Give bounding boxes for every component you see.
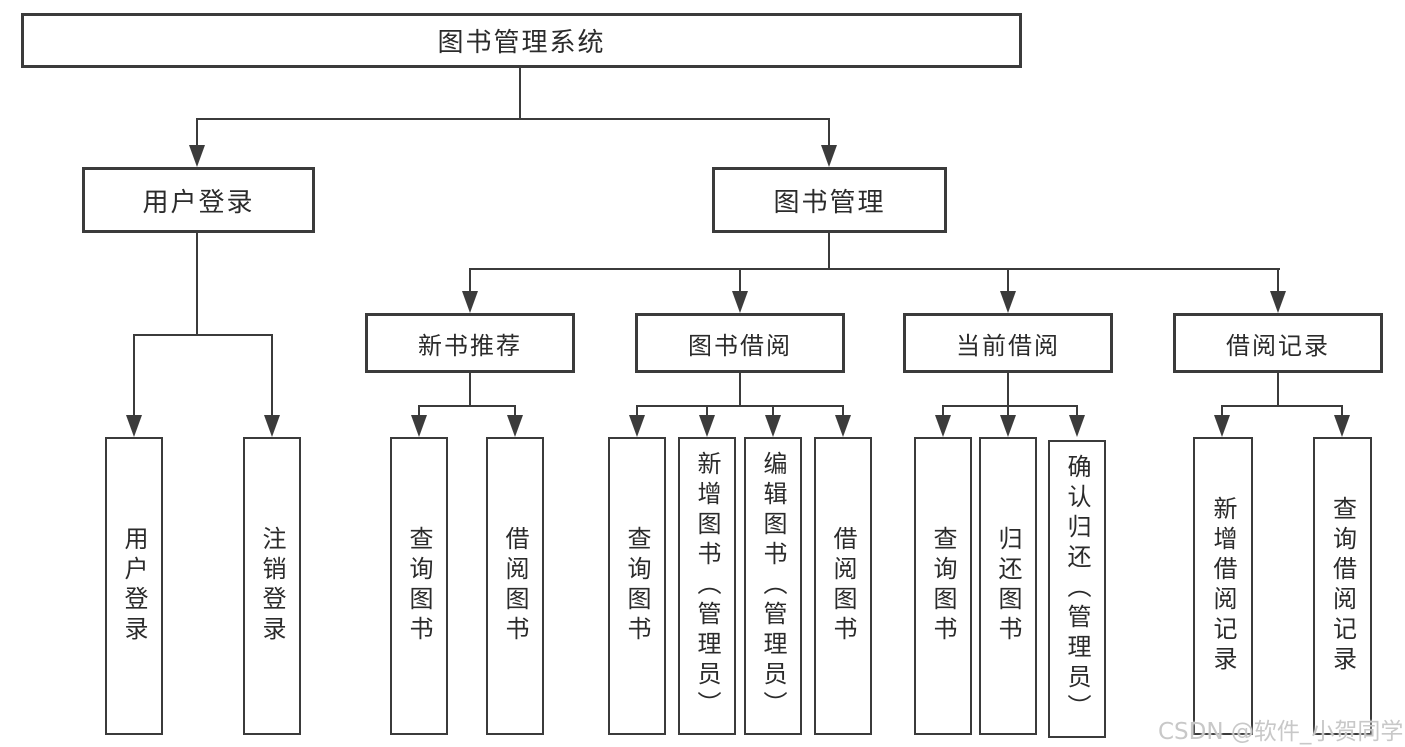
- node-label: 借阅记录: [1226, 331, 1330, 360]
- node-label: 图书管理: [773, 187, 886, 218]
- connector-line: [1076, 405, 1078, 417]
- connector-line: [636, 405, 844, 407]
- node-label: 新书推荐: [418, 331, 522, 360]
- node-label: 图书管理系统: [437, 28, 606, 58]
- leaf-add-borrow-record: 新增借阅记录: [1193, 437, 1253, 735]
- connector-line: [739, 268, 741, 293]
- leaf-label: 用户登录: [120, 526, 148, 646]
- connector-line: [828, 118, 830, 147]
- connector-line: [636, 405, 638, 417]
- arrow-down-icon: [411, 415, 427, 437]
- arrow-down-icon: [935, 415, 951, 437]
- leaf-label: 借阅图书: [501, 526, 529, 646]
- connector-line: [942, 405, 944, 417]
- connector-line: [133, 334, 135, 417]
- connector-line: [196, 118, 830, 120]
- arrow-down-icon: [765, 415, 781, 437]
- connector-line: [842, 405, 844, 417]
- node-label: 当前借阅: [956, 331, 1060, 360]
- leaf-label: 查询图书: [405, 526, 433, 646]
- connector-line: [469, 268, 1280, 270]
- connector-line: [514, 405, 516, 417]
- arrow-down-icon: [189, 145, 205, 167]
- leaf-query-books: 查询图书: [390, 437, 448, 735]
- node-current-borrowing: 当前借阅: [903, 313, 1113, 373]
- connector-line: [196, 118, 198, 147]
- arrow-down-icon: [821, 145, 837, 167]
- arrow-down-icon: [264, 415, 280, 437]
- leaf-confirm-return-admin: 确认归还（管理员）: [1048, 440, 1106, 738]
- arrow-down-icon: [1214, 415, 1230, 437]
- leaf-label: 注销登录: [258, 526, 286, 646]
- leaf-add-books-admin: 新增图书（管理员）: [678, 437, 736, 735]
- arrow-down-icon: [1270, 291, 1286, 313]
- arrow-down-icon: [507, 415, 523, 437]
- connector-line: [739, 373, 741, 407]
- connector-line: [418, 405, 516, 407]
- leaf-edit-books-admin: 编辑图书（管理员）: [744, 437, 802, 735]
- connector-line: [1221, 405, 1343, 407]
- leaf-query-books: 查询图书: [608, 437, 666, 735]
- connector-line: [1221, 405, 1223, 417]
- leaf-label: 查询图书: [929, 526, 957, 646]
- node-library-system: 图书管理系统: [21, 13, 1022, 68]
- leaf-label: 编辑图书（管理员）: [759, 451, 787, 721]
- connector-line: [469, 373, 471, 407]
- leaf-label: 确认归还（管理员）: [1063, 454, 1091, 724]
- leaf-label: 查询图书: [623, 526, 651, 646]
- arrow-down-icon: [1000, 291, 1016, 313]
- arrow-down-icon: [699, 415, 715, 437]
- arrow-down-icon: [462, 291, 478, 313]
- leaf-borrow-books: 借阅图书: [814, 437, 872, 735]
- arrow-down-icon: [629, 415, 645, 437]
- node-book-management: 图书管理: [712, 167, 947, 233]
- arrow-down-icon: [835, 415, 851, 437]
- connector-line: [1277, 373, 1279, 407]
- connector-line: [196, 233, 198, 336]
- connector-line: [469, 268, 471, 293]
- leaf-query-books: 查询图书: [914, 437, 972, 735]
- node-new-book-recommend: 新书推荐: [365, 313, 575, 373]
- connector-line: [942, 405, 1078, 407]
- leaf-label: 借阅图书: [829, 526, 857, 646]
- arrow-down-icon: [1334, 415, 1350, 437]
- connector-line: [519, 68, 521, 120]
- connector-line: [772, 405, 774, 417]
- leaf-label: 新增借阅记录: [1209, 496, 1237, 676]
- leaf-label: 新增图书（管理员）: [693, 451, 721, 721]
- leaf-query-borrow-record: 查询借阅记录: [1313, 437, 1372, 735]
- connector-line: [1007, 268, 1009, 293]
- arrow-down-icon: [1069, 415, 1085, 437]
- connector-line: [1007, 405, 1009, 417]
- leaf-label: 查询借阅记录: [1328, 496, 1357, 676]
- connector-line: [418, 405, 420, 417]
- leaf-borrow-books: 借阅图书: [486, 437, 544, 735]
- connector-line: [1277, 268, 1279, 293]
- node-label: 图书借阅: [688, 331, 792, 360]
- arrow-down-icon: [126, 415, 142, 437]
- leaf-logout: 注销登录: [243, 437, 301, 735]
- leaf-label: 归还图书: [994, 526, 1022, 646]
- node-borrowing-records: 借阅记录: [1173, 313, 1383, 373]
- connector-line: [1007, 373, 1009, 407]
- connector-line: [271, 334, 273, 417]
- connector-line: [133, 334, 273, 336]
- arrow-down-icon: [732, 291, 748, 313]
- leaf-user-login: 用户登录: [105, 437, 163, 735]
- csdn-watermark: CSDN @软件_小贺同学: [1158, 719, 1404, 745]
- connector-line: [706, 405, 708, 417]
- connector-line: [828, 233, 830, 270]
- connector-line: [1341, 405, 1343, 417]
- node-book-borrowing: 图书借阅: [635, 313, 845, 373]
- leaf-return-books: 归还图书: [979, 437, 1037, 735]
- node-label: 用户登录: [142, 187, 255, 218]
- arrow-down-icon: [1000, 415, 1016, 437]
- node-user-login: 用户登录: [82, 167, 315, 233]
